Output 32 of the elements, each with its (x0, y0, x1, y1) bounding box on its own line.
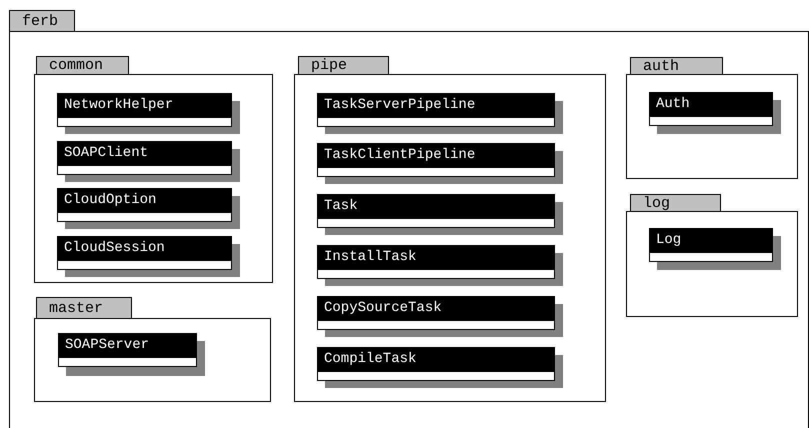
class-name: Task (317, 194, 555, 219)
package-name: auth (630, 57, 723, 74)
class-name: CompileTask (317, 347, 555, 372)
class-box (58, 333, 205, 376)
class-name: CloudOption (57, 188, 232, 213)
class-box (317, 347, 563, 388)
class-box (317, 93, 563, 134)
class-name: CopySourceTask (317, 296, 555, 321)
class-box (317, 143, 563, 184)
package-name: master (36, 297, 132, 318)
class-name: CloudSession (57, 236, 232, 261)
class-box (57, 93, 240, 134)
class-box (57, 236, 240, 277)
package-name: ferb (9, 10, 75, 31)
class-name: Auth (649, 92, 773, 117)
class-box (317, 245, 563, 286)
class-name: NetworkHelper (57, 93, 232, 118)
class-box (57, 188, 240, 229)
class-name: InstallTask (317, 245, 555, 270)
class-box (57, 141, 240, 182)
class-name: Log (649, 228, 773, 253)
class-box (317, 296, 563, 337)
class-name: SOAPServer (58, 333, 197, 358)
class-box (317, 194, 563, 235)
package-name: pipe (298, 56, 389, 74)
class-name: TaskClientPipeline (317, 143, 555, 168)
class-box (649, 228, 781, 270)
package-name: log (630, 194, 721, 211)
class-name: TaskServerPipeline (317, 93, 555, 118)
package-name: common (36, 56, 129, 74)
class-name: SOAPClient (57, 141, 232, 166)
class-box (649, 92, 781, 134)
